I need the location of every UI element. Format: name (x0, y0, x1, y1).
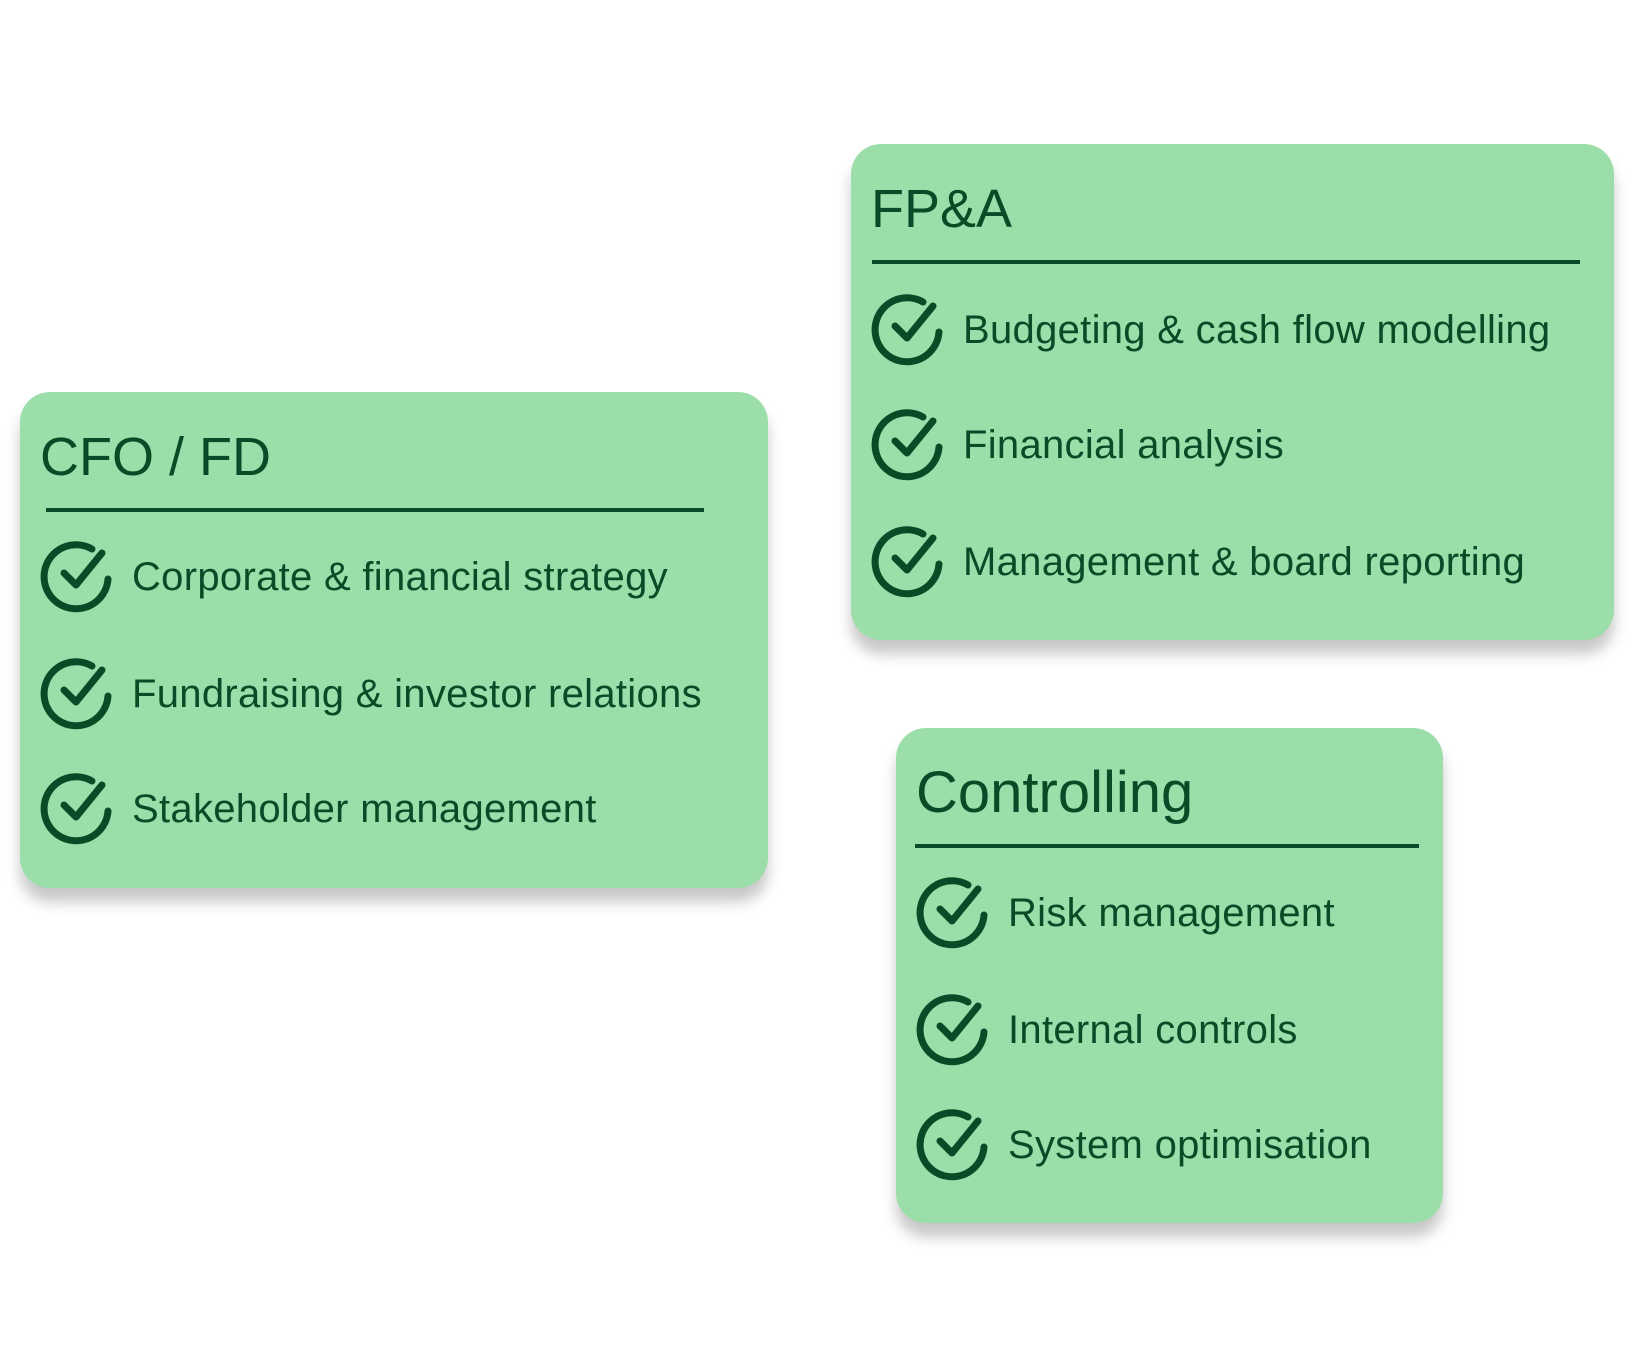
check-circle-icon (916, 1109, 988, 1181)
check-circle-icon (40, 773, 112, 845)
list-item-label: Management & board reporting (963, 539, 1526, 584)
list-item-label: System optimisation (1008, 1122, 1372, 1167)
list-item: Management & board reporting (871, 522, 1525, 602)
check-circle-icon (871, 526, 943, 598)
list-item-label: Budgeting & cash flow modelling (963, 307, 1551, 352)
check-circle-icon (40, 541, 112, 613)
list-item: Corporate & financial strategy (40, 537, 668, 617)
card-title: FP&A (871, 179, 1013, 239)
list-item: Risk management (916, 873, 1335, 953)
list-item: Internal controls (916, 990, 1298, 1070)
card-fpa: FP&A Budgeting & cash flow modelling Fin… (851, 144, 1614, 640)
list-item-label: Financial analysis (963, 422, 1285, 467)
list-item: Financial analysis (871, 405, 1284, 485)
card-controlling: Controlling Risk management Internal con… (896, 728, 1443, 1223)
check-circle-icon (871, 409, 943, 481)
list-item: Stakeholder management (40, 769, 597, 849)
list-item: System optimisation (916, 1105, 1372, 1185)
card-title: Controlling (916, 760, 1194, 825)
card-title: CFO / FD (40, 427, 271, 487)
list-item: Budgeting & cash flow modelling (871, 290, 1550, 370)
list-item: Fundraising & investor relations (40, 654, 702, 734)
list-item-label: Internal controls (1008, 1007, 1298, 1052)
list-item-label: Stakeholder management (132, 786, 597, 831)
divider (46, 508, 704, 512)
check-circle-icon (916, 994, 988, 1066)
card-cfo-fd: CFO / FD Corporate & financial strategy … (20, 392, 768, 888)
check-circle-icon (871, 294, 943, 366)
divider (872, 260, 1580, 264)
check-circle-icon (916, 877, 988, 949)
divider (915, 844, 1419, 848)
list-item-label: Fundraising & investor relations (132, 671, 702, 716)
check-circle-icon (40, 658, 112, 730)
list-item-label: Risk management (1008, 890, 1335, 935)
list-item-label: Corporate & financial strategy (132, 554, 668, 599)
